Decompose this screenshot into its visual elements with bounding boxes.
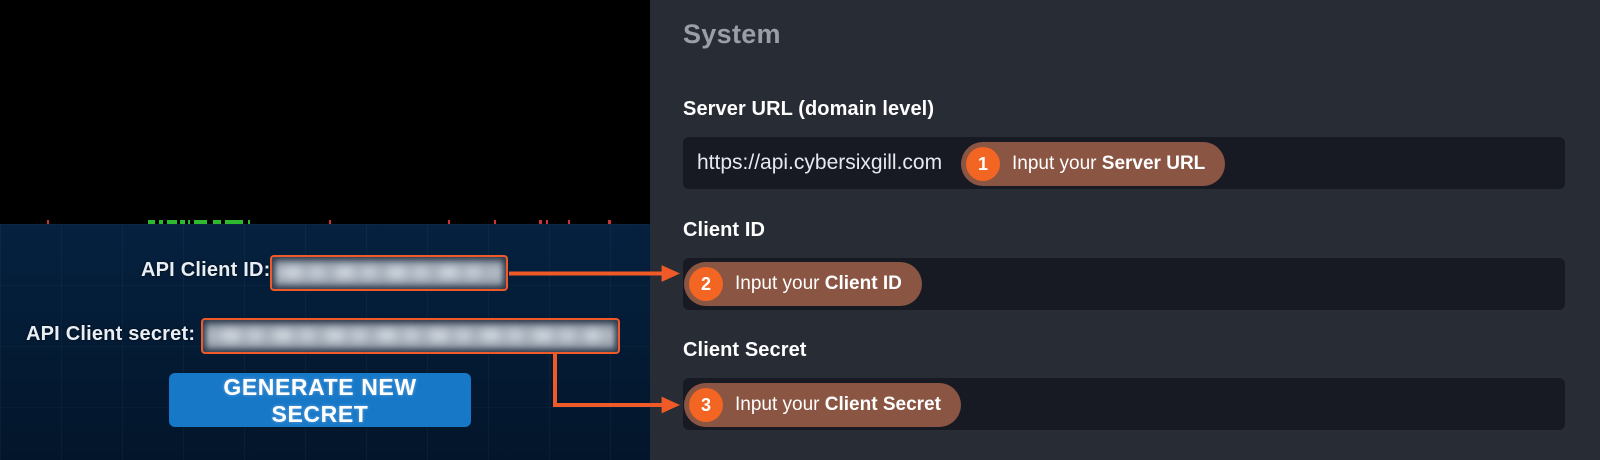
cybersixgill-portal-panel: API Client ID: API Client secret: GENERA…: [0, 0, 650, 460]
generate-new-secret-button[interactable]: GENERATE NEW SECRET: [169, 373, 471, 427]
annotation-label-3: Input your Client Secret: [735, 394, 941, 416]
annotation-number-2: 2: [689, 267, 723, 301]
annotation-label-2: Input your Client ID: [735, 273, 902, 295]
api-client-secret-field[interactable]: [201, 318, 620, 354]
redacted-value-blur: [275, 260, 503, 286]
redacted-value-blur: [206, 323, 615, 349]
client-id-label: Client ID: [683, 219, 766, 241]
annotation-callout-3: 3 Input your Client Secret: [684, 383, 961, 427]
client-secret-label: Client Secret: [683, 339, 807, 361]
annotation-prefix-2: Input your: [735, 273, 825, 294]
annotation-prefix-1: Input your: [1012, 153, 1102, 174]
terminal-artifact-strip: [0, 220, 650, 225]
annotation-callout-2: 2 Input your Client ID: [684, 262, 922, 306]
server-url-value: https://api.cybersixgill.com: [697, 151, 943, 174]
api-client-id-field[interactable]: [270, 255, 508, 291]
annotation-emphasis-2: Client ID: [824, 273, 902, 294]
page-title: System: [683, 19, 781, 49]
annotation-prefix-3: Input your: [735, 394, 825, 415]
annotation-number-3: 3: [689, 388, 723, 422]
api-client-secret-label: API Client secret:: [26, 323, 196, 345]
black-cropped-region: [0, 0, 650, 224]
annotation-emphasis-1: Server URL: [1101, 153, 1206, 174]
annotation-label-1: Input your Server URL: [1012, 153, 1205, 175]
api-client-id-label: API Client ID:: [141, 259, 271, 281]
annotation-number-1: 1: [966, 147, 1000, 181]
annotation-callout-1: 1 Input your Server URL: [961, 142, 1226, 186]
server-url-label: Server URL (domain level): [683, 98, 935, 120]
annotation-emphasis-3: Client Secret: [824, 394, 941, 415]
